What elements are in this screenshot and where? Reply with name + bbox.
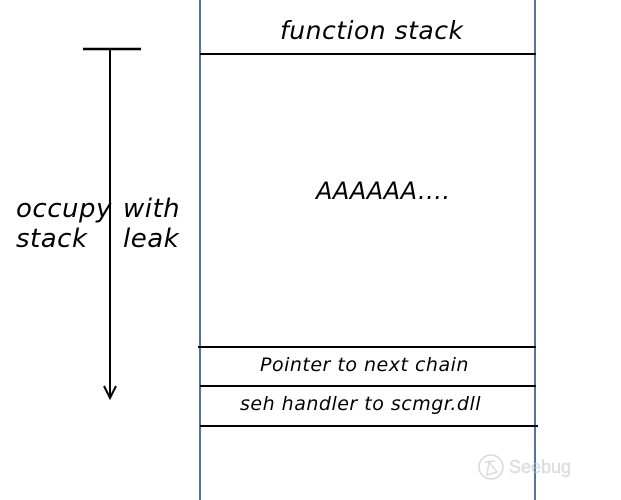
- divider-next-seh-top: [198, 346, 536, 348]
- stack-title: function stack: [280, 16, 464, 45]
- occupy-arrow: [83, 47, 141, 401]
- divider-header: [200, 53, 536, 55]
- stack-right-border: [534, 0, 536, 500]
- overflow-fill-label: AAAAAA....: [316, 177, 451, 205]
- arrow-down-icon: [103, 385, 117, 401]
- annotation-stack: stack: [16, 224, 88, 254]
- divider-seh-handler-top: [200, 385, 536, 387]
- seebug-wordmark: Seebug: [509, 456, 572, 477]
- stack-left-border: [199, 0, 201, 500]
- divider-seh-handler-bottom: [200, 425, 538, 427]
- seh-handler-label: seh handler to scmgr.dll: [240, 393, 482, 415]
- annotation-leak: leak: [123, 224, 180, 254]
- seebug-logo-icon: [478, 454, 504, 480]
- seebug-watermark: Seebug: [476, 452, 571, 482]
- annotation-occupy: occupy: [16, 194, 112, 224]
- next-seh-pointer-label: Pointer to next chain: [260, 354, 469, 376]
- annotation-with: with: [123, 194, 181, 224]
